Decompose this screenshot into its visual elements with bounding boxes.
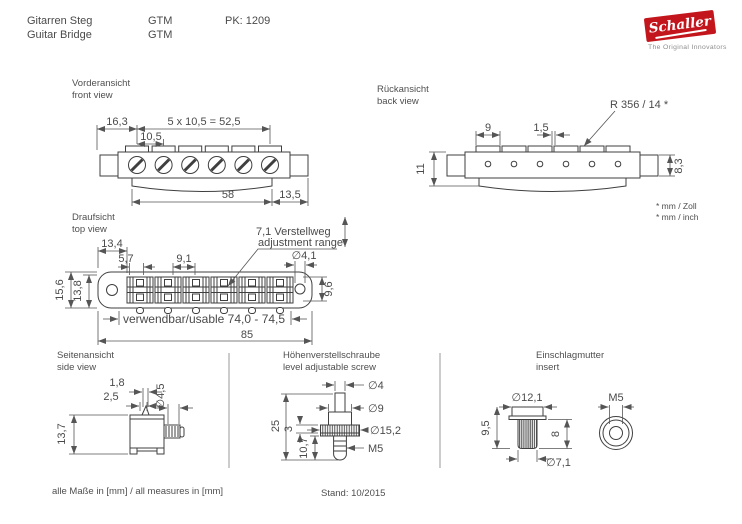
- back-dim-radius: R 356 / 14 *: [610, 99, 669, 111]
- unit-note-en: * mm / inch: [656, 211, 699, 222]
- insert-dim-flange: ∅12,1: [512, 392, 543, 404]
- unit-note-de: * mm / Zoll: [656, 201, 697, 211]
- unit-notes: * mm / Zoll * mm / inch: [656, 201, 699, 222]
- screw-dim-shaft: ∅4: [368, 380, 384, 392]
- back-view-label: Rückansicht back view: [377, 84, 429, 107]
- model-code-de: GTM: [148, 15, 173, 27]
- intonation-screw-tips: [136, 307, 284, 314]
- back-dim-height: 11: [415, 163, 427, 174]
- top-view-label: Draufsicht top view: [72, 212, 115, 235]
- top-dim-total-length: 85: [241, 329, 253, 341]
- insert-dim-thread: M5: [608, 392, 623, 404]
- front-dim-offset: 16,3: [106, 116, 127, 128]
- revision-date: Stand: 10/2015: [321, 488, 386, 499]
- insert-dim-body: ∅7,1: [546, 457, 571, 469]
- front-view-label-de: Vorderansicht: [72, 78, 131, 89]
- side-dim-blade-tip: 1,8: [109, 377, 124, 389]
- screw-dim-thread: M5: [368, 443, 383, 455]
- insert-dim-body-height: 8: [550, 431, 562, 437]
- model-code-en: GTM: [148, 29, 173, 41]
- brand-tagline: The Original Innovators: [648, 44, 727, 51]
- screw-view-label-en: level adjustable screw: [283, 361, 376, 373]
- top-dim-end-offset: 13,4: [101, 238, 122, 250]
- units-note: alle Maße in [mm] / all measures in [mm]: [52, 486, 224, 497]
- back-view-label-en: back view: [377, 95, 419, 107]
- insert-view-label-en: insert: [536, 361, 560, 373]
- front-view-drawing: 16,3 5 x 10,5 = 52,5 10,5 58 13,5: [96, 116, 309, 206]
- back-holes: [484, 160, 622, 168]
- side-view-label: Seitenansicht side view: [57, 350, 114, 373]
- product-title-de: Gitarren Steg: [27, 15, 93, 27]
- back-view-label-de: Rückansicht: [377, 84, 429, 95]
- insert-dim-depth: 9,5: [480, 420, 492, 435]
- front-view-label-en: front view: [72, 89, 113, 101]
- screw-dim-wheel-height: 3: [283, 426, 295, 432]
- side-dim-height: 13,7: [56, 423, 68, 444]
- title-block-names: Gitarren Steg Guitar Bridge: [27, 14, 92, 42]
- side-view-label-en: side view: [57, 361, 97, 373]
- back-dim-saddle-width: 9: [485, 122, 491, 134]
- front-dim-pitch-total: 5 x 10,5 = 52,5: [167, 116, 240, 128]
- back-view-drawing: 9 1,5 R 356 / 14 * 11 8,3: [415, 99, 685, 192]
- top-dim-hole: ∅4,1: [292, 250, 317, 262]
- back-dim-end-height: 8,3: [673, 158, 685, 173]
- top-dim-height: 15,6: [54, 279, 66, 300]
- insert-view-label: Einschlagmutter insert: [536, 350, 604, 373]
- top-callout-de: 7,1 Verstellweg: [256, 226, 331, 238]
- front-dim-pitch: 10,5: [140, 131, 161, 143]
- screw-drawing: ∅4 ∅9 ∅15,2 M5 25 3 10,7: [270, 380, 401, 461]
- pk-number: PK: 1209: [225, 15, 271, 27]
- top-callout-en: adjustment range: [258, 237, 343, 249]
- side-view-drawing: 13,7 1,8 2,5 ∅4,5: [56, 377, 193, 455]
- back-dim-gap: 1,5: [533, 122, 548, 134]
- screw-dim-wheel: ∅15,2: [370, 425, 401, 437]
- side-dim-pin: ∅4,5: [155, 384, 167, 409]
- screw-dim-length: 25: [270, 420, 282, 432]
- screw-view-label: Höhenverstellschraube level adjustable s…: [283, 350, 380, 373]
- screw-view-label-de: Höhenverstellschraube: [283, 350, 381, 361]
- front-dim-body-width: 58: [222, 189, 234, 201]
- screw-dim-collar: ∅9: [368, 403, 384, 415]
- top-view-drawing: 13,4 5,7 9,1 ∅4,1 7,1 Verstellweg adjust…: [54, 217, 348, 345]
- front-dim-end-width: 13,5: [279, 189, 300, 201]
- top-dim-deck-height: 13,8: [72, 280, 84, 301]
- top-dim-usable: verwendbar/usable 74,0 - 74,5: [123, 312, 285, 326]
- title-block-model: GTM GTM: [148, 14, 172, 42]
- string-lock-screws: [128, 156, 279, 174]
- top-dim-slot-pitch: 9,1: [176, 253, 191, 265]
- insert-view-label-de: Einschlagmutter: [536, 350, 605, 361]
- top-view-label-en: top view: [72, 223, 107, 235]
- top-dim-saddle-depth: 9,6: [323, 281, 335, 296]
- top-view-label-de: Draufsicht: [72, 212, 115, 223]
- insert-drawing: ∅12,1 9,5 8 ∅7,1 M5: [480, 392, 634, 469]
- side-dim-blade-base: 2,5: [103, 391, 118, 403]
- top-dim-slot-width: 5,7: [118, 253, 133, 265]
- product-title-en: Guitar Bridge: [27, 29, 92, 41]
- screw-dim-lower-length: 10,7: [298, 437, 310, 458]
- side-view-label-de: Seitenansicht: [57, 350, 115, 361]
- front-view-label: Vorderansicht front view: [72, 78, 130, 101]
- title-block-pk: PK: 1209: [225, 14, 270, 28]
